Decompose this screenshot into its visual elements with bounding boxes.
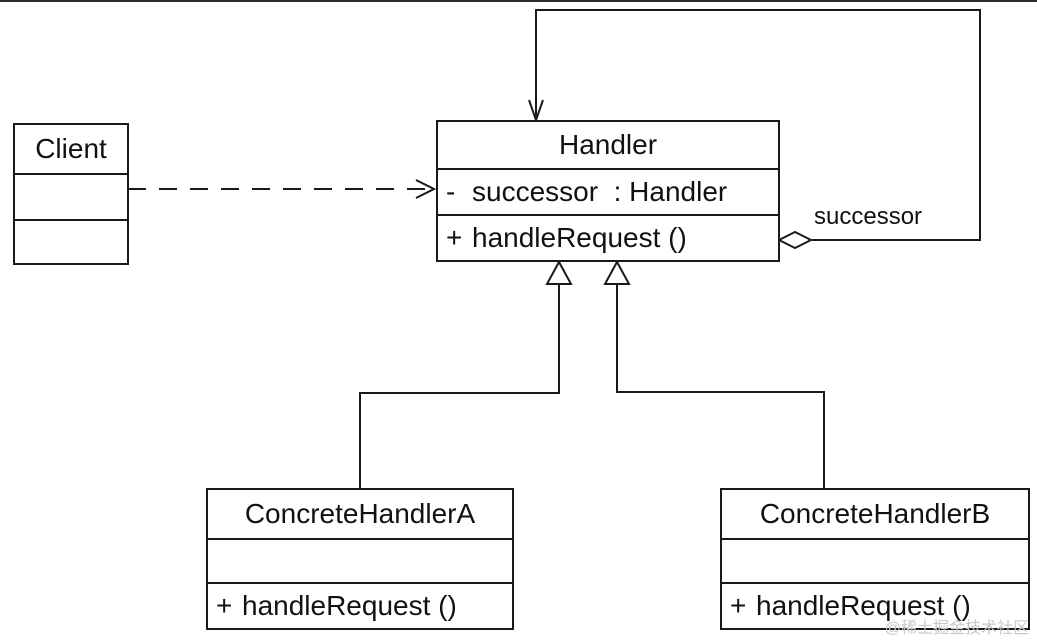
successor-attribute: successor : Handler (472, 176, 728, 207)
handler-class: Handler - successor : Handler + handleRe… (436, 120, 780, 262)
concrete-handler-a-attributes-compartment (208, 538, 512, 582)
concrete-handler-a-operations-compartment: + handleRequest () (208, 582, 512, 628)
generalization-triangle-b (603, 259, 631, 285)
operation-visibility: + (446, 222, 463, 253)
handler-attributes-compartment: - successor : Handler (438, 168, 778, 214)
generalization-line-a (359, 284, 560, 488)
handler-operations-compartment: + handleRequest () (438, 214, 778, 260)
handler-class-name-compartment: Handler (438, 122, 778, 168)
watermark-text: @稀土掘金技术社区 (884, 620, 1029, 637)
handle-request-operation: handleRequest () (242, 590, 457, 621)
concrete-handler-b-name: ConcreteHandlerB (759, 498, 991, 529)
operation-visibility: + (216, 590, 233, 621)
concrete-handler-b-operations-compartment: + handleRequest () (722, 582, 1028, 628)
successor-role-label: successor (814, 203, 923, 230)
dependency-arrowhead (415, 179, 437, 199)
top-border-line (0, 0, 1037, 2)
client-operations-compartment (15, 219, 127, 263)
attribute-visibility: - (446, 176, 456, 207)
handle-request-operation: handleRequest () (756, 590, 971, 621)
handler-class-name: Handler (558, 129, 658, 160)
generalization-triangle-a (545, 259, 573, 285)
handle-request-operation: handleRequest () (472, 222, 687, 253)
concrete-handler-a-class: ConcreteHandlerA + handleRequest () (206, 488, 514, 630)
concrete-handler-b-attributes-compartment (722, 538, 1028, 582)
concrete-handler-b-class: ConcreteHandlerB + handleRequest () (720, 488, 1030, 630)
aggregation-diamond (776, 230, 814, 250)
operation-visibility: + (730, 590, 747, 621)
client-class: Client (13, 123, 129, 265)
client-attributes-compartment (15, 173, 127, 219)
concrete-handler-a-name: ConcreteHandlerA (244, 498, 476, 529)
concrete-handler-b-name-compartment: ConcreteHandlerB (722, 490, 1028, 538)
successor-association-line (535, 9, 981, 241)
client-class-name: Client (35, 133, 107, 164)
client-class-name-compartment: Client (15, 125, 127, 173)
generalization-line-b (616, 284, 825, 488)
concrete-handler-a-name-compartment: ConcreteHandlerA (208, 490, 512, 538)
